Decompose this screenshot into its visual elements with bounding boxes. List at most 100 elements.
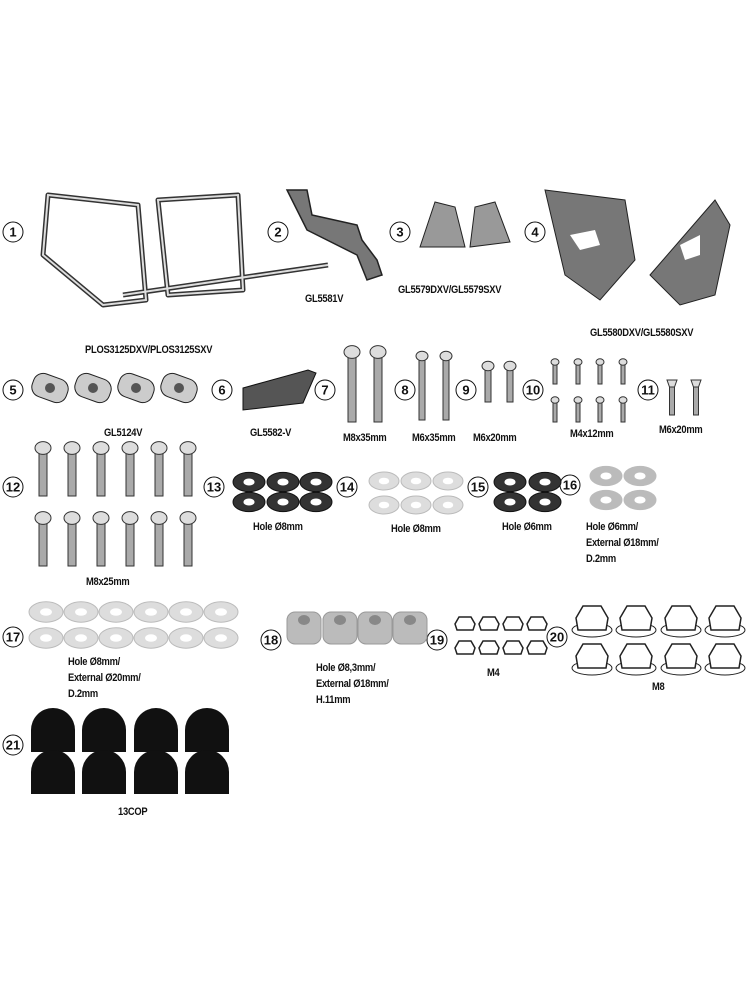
- spring-washer-hole: [277, 498, 289, 506]
- label-11: M6x20mm: [659, 424, 703, 436]
- bolt-head: [343, 345, 361, 359]
- bolt-head: [666, 379, 678, 388]
- label-17a: Hole Ø8mm/: [68, 656, 121, 668]
- spring-washer-hole: [243, 498, 255, 506]
- item-number-18: 18: [260, 629, 282, 651]
- label-1: PLOS3125DXV/PLOS3125SXV: [85, 344, 213, 356]
- bolt-head: [439, 350, 453, 362]
- cap-nut-cover: [82, 708, 126, 752]
- spacer-hole: [334, 615, 346, 625]
- spacer: [357, 611, 393, 645]
- cap-nut-cover: [134, 708, 178, 752]
- nut-m8: [664, 605, 698, 631]
- item-number-5: 5: [2, 379, 24, 401]
- bolt-shank: [183, 447, 193, 497]
- spacer-hole: [369, 615, 381, 625]
- washer-hole: [634, 472, 646, 480]
- bolt-head: [573, 358, 583, 366]
- washer-hole: [600, 496, 612, 504]
- bolt-head: [179, 441, 197, 455]
- washer-hole: [215, 634, 227, 642]
- bolt-head: [63, 441, 81, 455]
- washer-hole: [40, 634, 52, 642]
- bolt-head: [550, 358, 560, 366]
- cap-nut-cover: [31, 708, 75, 752]
- bolt-head: [618, 396, 628, 404]
- bolt-shank: [183, 517, 193, 567]
- washer-hole: [180, 608, 192, 616]
- nut-m8: [575, 605, 609, 631]
- bolt-shank: [96, 447, 106, 497]
- label-18b: External Ø18mm/: [316, 678, 389, 690]
- item-number-1: 1: [2, 221, 24, 243]
- spacer: [392, 611, 428, 645]
- bolt-head: [369, 345, 387, 359]
- nut-m8: [619, 643, 653, 669]
- nut-m4: [526, 640, 548, 655]
- bolt-head: [595, 358, 605, 366]
- item-number-7: 7: [314, 379, 336, 401]
- bolt-head: [415, 350, 429, 362]
- item-number-17: 17: [2, 626, 24, 648]
- item-number-4: 4: [524, 221, 546, 243]
- nut-m4: [454, 616, 476, 631]
- side-frame-drawing: [40, 192, 329, 308]
- bolt-shank: [154, 447, 164, 497]
- nut-m8: [708, 643, 742, 669]
- washer-hole: [75, 634, 87, 642]
- item-number-16: 16: [559, 474, 581, 496]
- plates-gl5124v-drawing: [31, 372, 198, 404]
- label-15: Hole Ø6mm: [502, 521, 552, 533]
- label-16c: D.2mm: [586, 553, 616, 565]
- spring-washer-hole: [277, 478, 289, 486]
- item-number-3: 3: [389, 221, 411, 243]
- nut-m4: [454, 640, 476, 655]
- label-16b: External Ø18mm/: [586, 537, 659, 549]
- bolt-head: [92, 441, 110, 455]
- label-16a: Hole Ø6mm/: [586, 521, 639, 533]
- bolt-shank: [38, 517, 48, 567]
- spacer-hole: [298, 615, 310, 625]
- spacer: [286, 611, 322, 645]
- flat-washer-hole: [442, 477, 454, 485]
- bolt-shank: [484, 365, 492, 403]
- label-10: M4x12mm: [570, 428, 614, 440]
- label-13: Hole Ø8mm: [253, 521, 303, 533]
- washer-hole: [110, 634, 122, 642]
- washer-hole: [145, 608, 157, 616]
- item-number-11: 11: [637, 379, 659, 401]
- plates-gl5580-drawing: [544, 189, 731, 306]
- label-21: 13COP: [118, 806, 148, 818]
- bolt-head: [150, 511, 168, 525]
- label-12: M8x25mm: [86, 576, 130, 588]
- nut-m8: [664, 643, 698, 669]
- nut-m4: [478, 640, 500, 655]
- label-20: M8: [652, 681, 665, 693]
- label-19: M4: [487, 667, 500, 679]
- flat-washer-hole: [442, 501, 454, 509]
- label-14: Hole Ø8mm: [391, 523, 441, 535]
- label-3: GL5579DXV/GL5579SXV: [398, 284, 502, 296]
- item-number-9: 9: [455, 379, 477, 401]
- bolt-head: [481, 360, 495, 372]
- bolt-shank: [125, 517, 135, 567]
- cap-nut-cover: [185, 750, 229, 794]
- spring-washer-hole: [310, 498, 322, 506]
- bolt-shank: [693, 382, 699, 416]
- plates-gl5579-drawing: [419, 201, 511, 248]
- bolt-shank: [373, 351, 383, 423]
- bolt-head: [503, 360, 517, 372]
- spring-washer-hole: [504, 498, 516, 506]
- washer-hole: [215, 608, 227, 616]
- nut-m8: [708, 605, 742, 631]
- spring-washer-hole: [310, 478, 322, 486]
- label-2: GL5581V: [305, 293, 344, 305]
- bolt-head: [690, 379, 702, 388]
- bolt-head: [92, 511, 110, 525]
- bolt-shank: [669, 382, 675, 416]
- item-number-14: 14: [336, 476, 358, 498]
- item-number-12: 12: [2, 476, 24, 498]
- bolt-shank: [347, 351, 357, 423]
